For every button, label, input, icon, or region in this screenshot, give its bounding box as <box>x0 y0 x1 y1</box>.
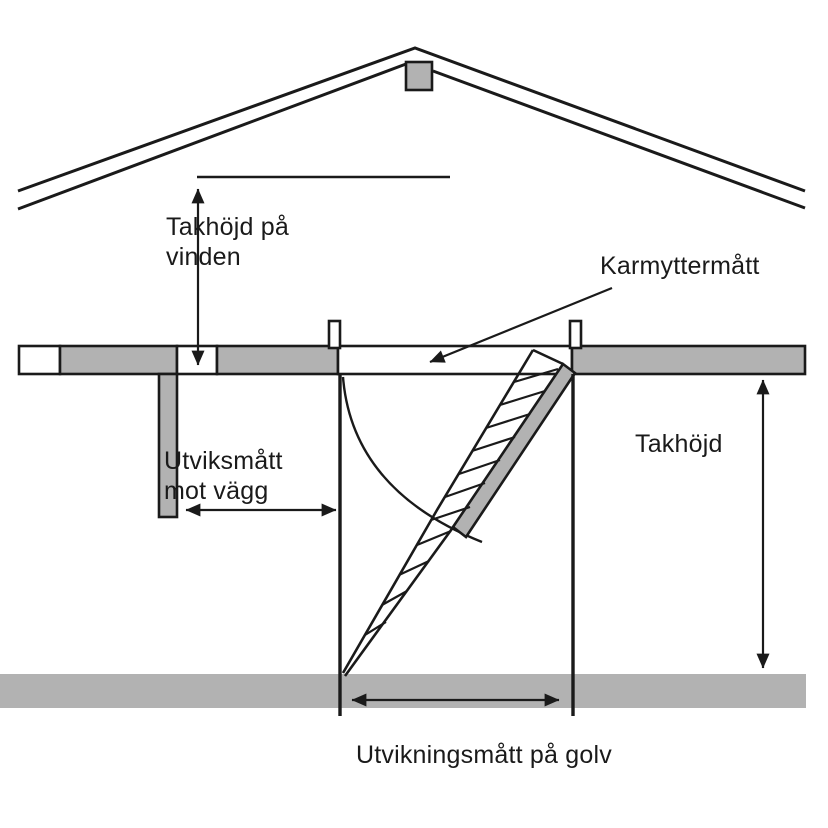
frame-outer-label: Karmyttermått <box>600 252 760 280</box>
ceiling-joist-mid <box>215 344 340 376</box>
fold-out-wall-label: Utviksmått mot vägg <box>164 447 283 505</box>
ladder-rung-6 <box>444 481 486 499</box>
roof-inner-line-right <box>432 69 806 210</box>
ceiling-height-label: Takhöjd <box>635 430 723 458</box>
floor-slab <box>0 674 806 708</box>
ladder-top-edge <box>532 348 564 366</box>
ladder-rung-8 <box>416 529 452 547</box>
ceiling-joist-left <box>58 344 179 376</box>
ladder-rung-4 <box>471 435 516 453</box>
hatch-door-panel <box>451 362 577 539</box>
ladder-right-rail-lower <box>343 525 456 677</box>
fold-out-floor-label: Utvikningsmått på golv <box>356 741 612 769</box>
hatch-opening <box>336 344 574 376</box>
attic-height-label: Takhöjd på vinden <box>166 213 289 271</box>
frame-post-right <box>568 319 583 350</box>
roof-outer-line <box>17 46 806 193</box>
ladder-rung-9 <box>398 560 430 576</box>
ladder-left-rail <box>341 349 535 674</box>
frame-outer-pointer-arrow <box>429 286 613 364</box>
ladder-rung-11 <box>364 621 387 636</box>
wall-stud <box>157 372 179 519</box>
roof-inner-line-left <box>17 62 407 211</box>
ladder-rung-5 <box>458 458 501 476</box>
ladder-rung-3 <box>485 412 531 430</box>
frame-post-left <box>327 319 342 350</box>
ceiling-joist-right <box>570 344 807 376</box>
ladder-rung-2 <box>499 389 546 407</box>
ceiling-left-white-block <box>17 344 62 376</box>
ridge-block <box>404 60 434 92</box>
ladder-rung-1 <box>513 367 559 384</box>
ladder-rung-7 <box>430 505 471 522</box>
ladder-rung-10 <box>381 590 408 606</box>
